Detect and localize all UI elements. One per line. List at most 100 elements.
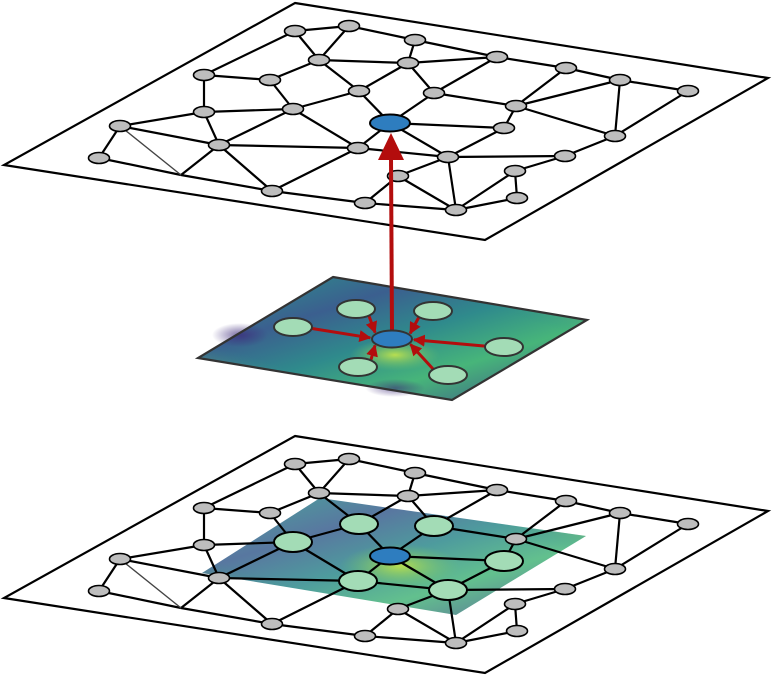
graph-node (353, 196, 377, 210)
edge (203, 463, 296, 509)
graph-node (346, 141, 370, 155)
graph-node (403, 466, 427, 480)
update-arrow-head (378, 133, 404, 160)
graph-node (353, 629, 377, 643)
edge (119, 110, 205, 128)
edge (447, 127, 505, 158)
edge (433, 91, 517, 108)
edge (397, 608, 457, 644)
graph-node (337, 452, 361, 466)
edge (119, 543, 205, 561)
graph-node (207, 138, 231, 152)
edge (271, 189, 366, 205)
neighbor-node (273, 531, 313, 553)
edge (455, 170, 516, 211)
graph-node (87, 151, 111, 165)
edge (271, 622, 366, 638)
graph-node (108, 119, 132, 133)
neighbor-node (484, 550, 524, 572)
graph-node (260, 184, 284, 198)
aggregation-arrow (408, 314, 422, 335)
local-field-layer (194, 133, 591, 402)
graph-node (258, 506, 282, 520)
graph-node (192, 538, 216, 552)
edge (515, 511, 621, 541)
neighbor-node (428, 365, 468, 385)
graph-node (192, 68, 216, 82)
graph-node (505, 191, 529, 205)
edge (119, 124, 220, 147)
graph-node (396, 56, 420, 70)
edge (364, 201, 457, 212)
update-arrow-shaft (389, 157, 394, 333)
edge (397, 175, 457, 211)
graph-node (87, 584, 111, 598)
graph-node (192, 501, 216, 515)
center-node (369, 113, 411, 133)
graph-node (554, 61, 578, 75)
graph-node (503, 164, 527, 178)
graph-node (504, 532, 528, 546)
edge (614, 90, 689, 137)
edge (180, 606, 273, 626)
neighbor-node (338, 570, 378, 592)
neighbor-node (484, 337, 524, 357)
graph-node (307, 53, 331, 67)
nodes (87, 452, 700, 650)
graph-node (436, 150, 460, 164)
edge (515, 104, 616, 138)
graph-node (608, 73, 632, 87)
neighbor-node (414, 515, 454, 537)
edge (613, 79, 622, 137)
neighbor-node (338, 357, 378, 377)
graph-node (108, 552, 132, 566)
graph-node (553, 582, 577, 596)
edge (180, 173, 273, 193)
edge (619, 511, 689, 526)
neighbor-node (273, 317, 313, 337)
neighbor-node (413, 301, 453, 321)
top-graph-layer (0, 1, 772, 242)
graph-node (422, 86, 446, 100)
graph-node (347, 84, 371, 98)
graph-node (485, 483, 509, 497)
edge (271, 147, 359, 192)
edge (203, 30, 296, 76)
edge (218, 143, 359, 150)
graph-node (396, 489, 420, 503)
graph-node (608, 506, 632, 520)
edge (348, 24, 416, 42)
edge (218, 144, 273, 192)
edge (515, 78, 621, 108)
graph-node (485, 50, 509, 64)
edge (613, 512, 622, 570)
graph-node (503, 597, 527, 611)
center-node (369, 546, 411, 566)
edge (414, 471, 498, 492)
center-node (371, 329, 413, 349)
edge (218, 108, 294, 146)
graph-node (554, 494, 578, 508)
graph-node (492, 121, 516, 135)
edge (292, 89, 360, 111)
edge (407, 488, 498, 498)
field-plane-border (194, 275, 591, 402)
edge (447, 154, 566, 159)
nodes (87, 19, 700, 217)
graph-node (504, 99, 528, 113)
edge (364, 634, 457, 645)
aggregation-arrow (308, 326, 372, 343)
aggregation-arrow (366, 344, 378, 363)
edge (496, 55, 567, 70)
edge (318, 59, 360, 92)
edge (414, 38, 498, 59)
aggregation-arrow (365, 313, 377, 334)
edge (318, 491, 409, 498)
thin-edge (119, 125, 182, 176)
edge (446, 156, 458, 211)
graph-node (192, 105, 216, 119)
edge (614, 523, 689, 570)
edge (218, 576, 359, 583)
edge (292, 108, 359, 149)
